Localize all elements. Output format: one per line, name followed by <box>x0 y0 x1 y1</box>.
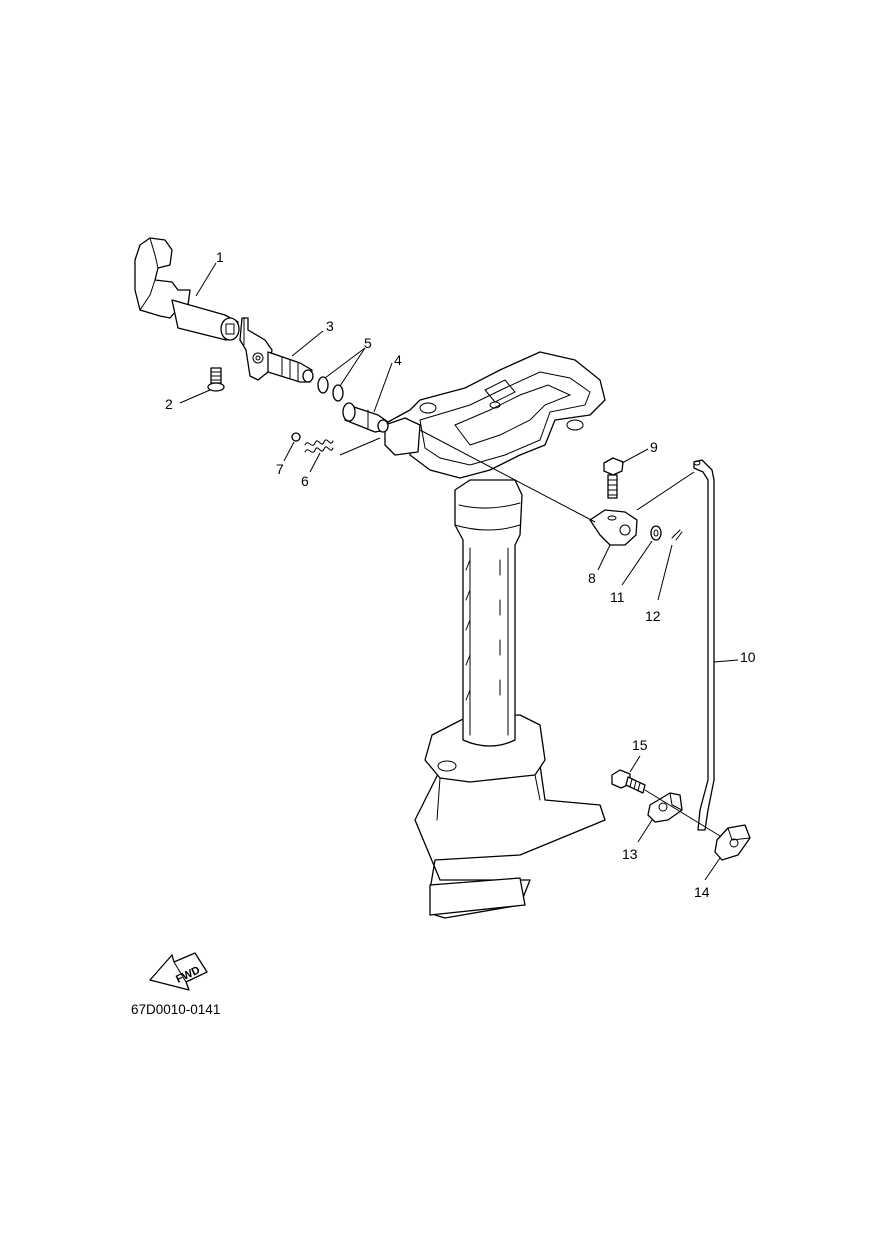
part-5-o-rings <box>317 376 344 402</box>
part-2-screw <box>207 367 225 392</box>
callout-2: 2 <box>165 396 173 412</box>
upper-casing <box>384 351 606 919</box>
callout-6: 6 <box>301 473 309 489</box>
part-15-bolt <box>611 769 646 794</box>
drawing-code: 67D0010-0141 <box>131 1002 220 1017</box>
callout-3: 3 <box>326 318 334 334</box>
callout-11: 11 <box>610 589 625 605</box>
callout-12: 12 <box>645 608 661 624</box>
callout-1: 1 <box>216 249 224 265</box>
part-6-spring <box>304 439 334 453</box>
assembly-lines <box>339 429 721 837</box>
part-13-clamp <box>647 792 683 823</box>
part-3-shift-cam <box>239 317 314 383</box>
part-12-pin <box>671 529 683 541</box>
callout-7: 7 <box>276 461 284 477</box>
fwd-arrow-icon: FWD <box>149 952 208 991</box>
callout-9: 9 <box>650 439 658 455</box>
callout-8: 8 <box>588 570 596 586</box>
part-9-bolt <box>603 457 624 499</box>
leader-lines <box>179 262 739 881</box>
part-1-shift-lever <box>134 237 240 341</box>
callout-14: 14 <box>694 884 710 900</box>
part-7-ball <box>291 432 301 442</box>
callout-5: 5 <box>364 335 372 351</box>
part-11-washer <box>650 525 662 541</box>
callout-13: 13 <box>622 846 638 862</box>
callout-10: 10 <box>740 649 756 665</box>
part-10-shift-rod <box>693 459 715 831</box>
part-4-bushing <box>342 402 389 433</box>
callout-4: 4 <box>394 352 402 368</box>
part-14-clamp-block <box>714 824 751 861</box>
callout-15: 15 <box>632 737 648 753</box>
part-8-bracket <box>589 509 638 546</box>
